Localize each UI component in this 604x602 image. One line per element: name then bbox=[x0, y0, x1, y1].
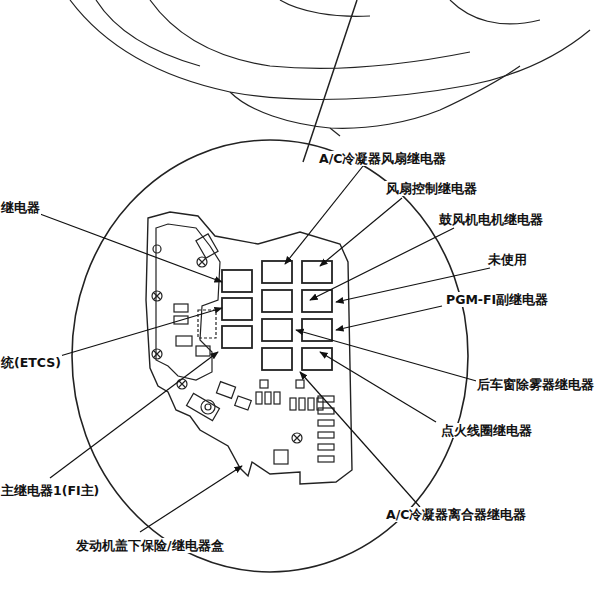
part-label: 未使用 bbox=[487, 252, 528, 267]
part-label: PGM-FI副继电器 bbox=[445, 292, 549, 307]
part-label: 统(ETCS) bbox=[0, 355, 62, 370]
part-label: 发动机盖下保险/继电器盒 bbox=[75, 538, 225, 553]
part-label: 继电器 bbox=[0, 200, 41, 215]
part-label: 风扇控制继电器 bbox=[385, 181, 478, 196]
part-label: 点火线圈继电器 bbox=[440, 423, 533, 438]
part-label: 后车窗除雾器继电器 bbox=[476, 377, 595, 392]
part-label: 鼓风机电机继电器 bbox=[438, 212, 544, 227]
part-label: A/C冷凝器离合器继电器 bbox=[385, 507, 527, 522]
part-label: A/C冷凝器风扇继电器 bbox=[318, 151, 447, 166]
part-label: 主继电器1(FI主) bbox=[0, 483, 100, 498]
